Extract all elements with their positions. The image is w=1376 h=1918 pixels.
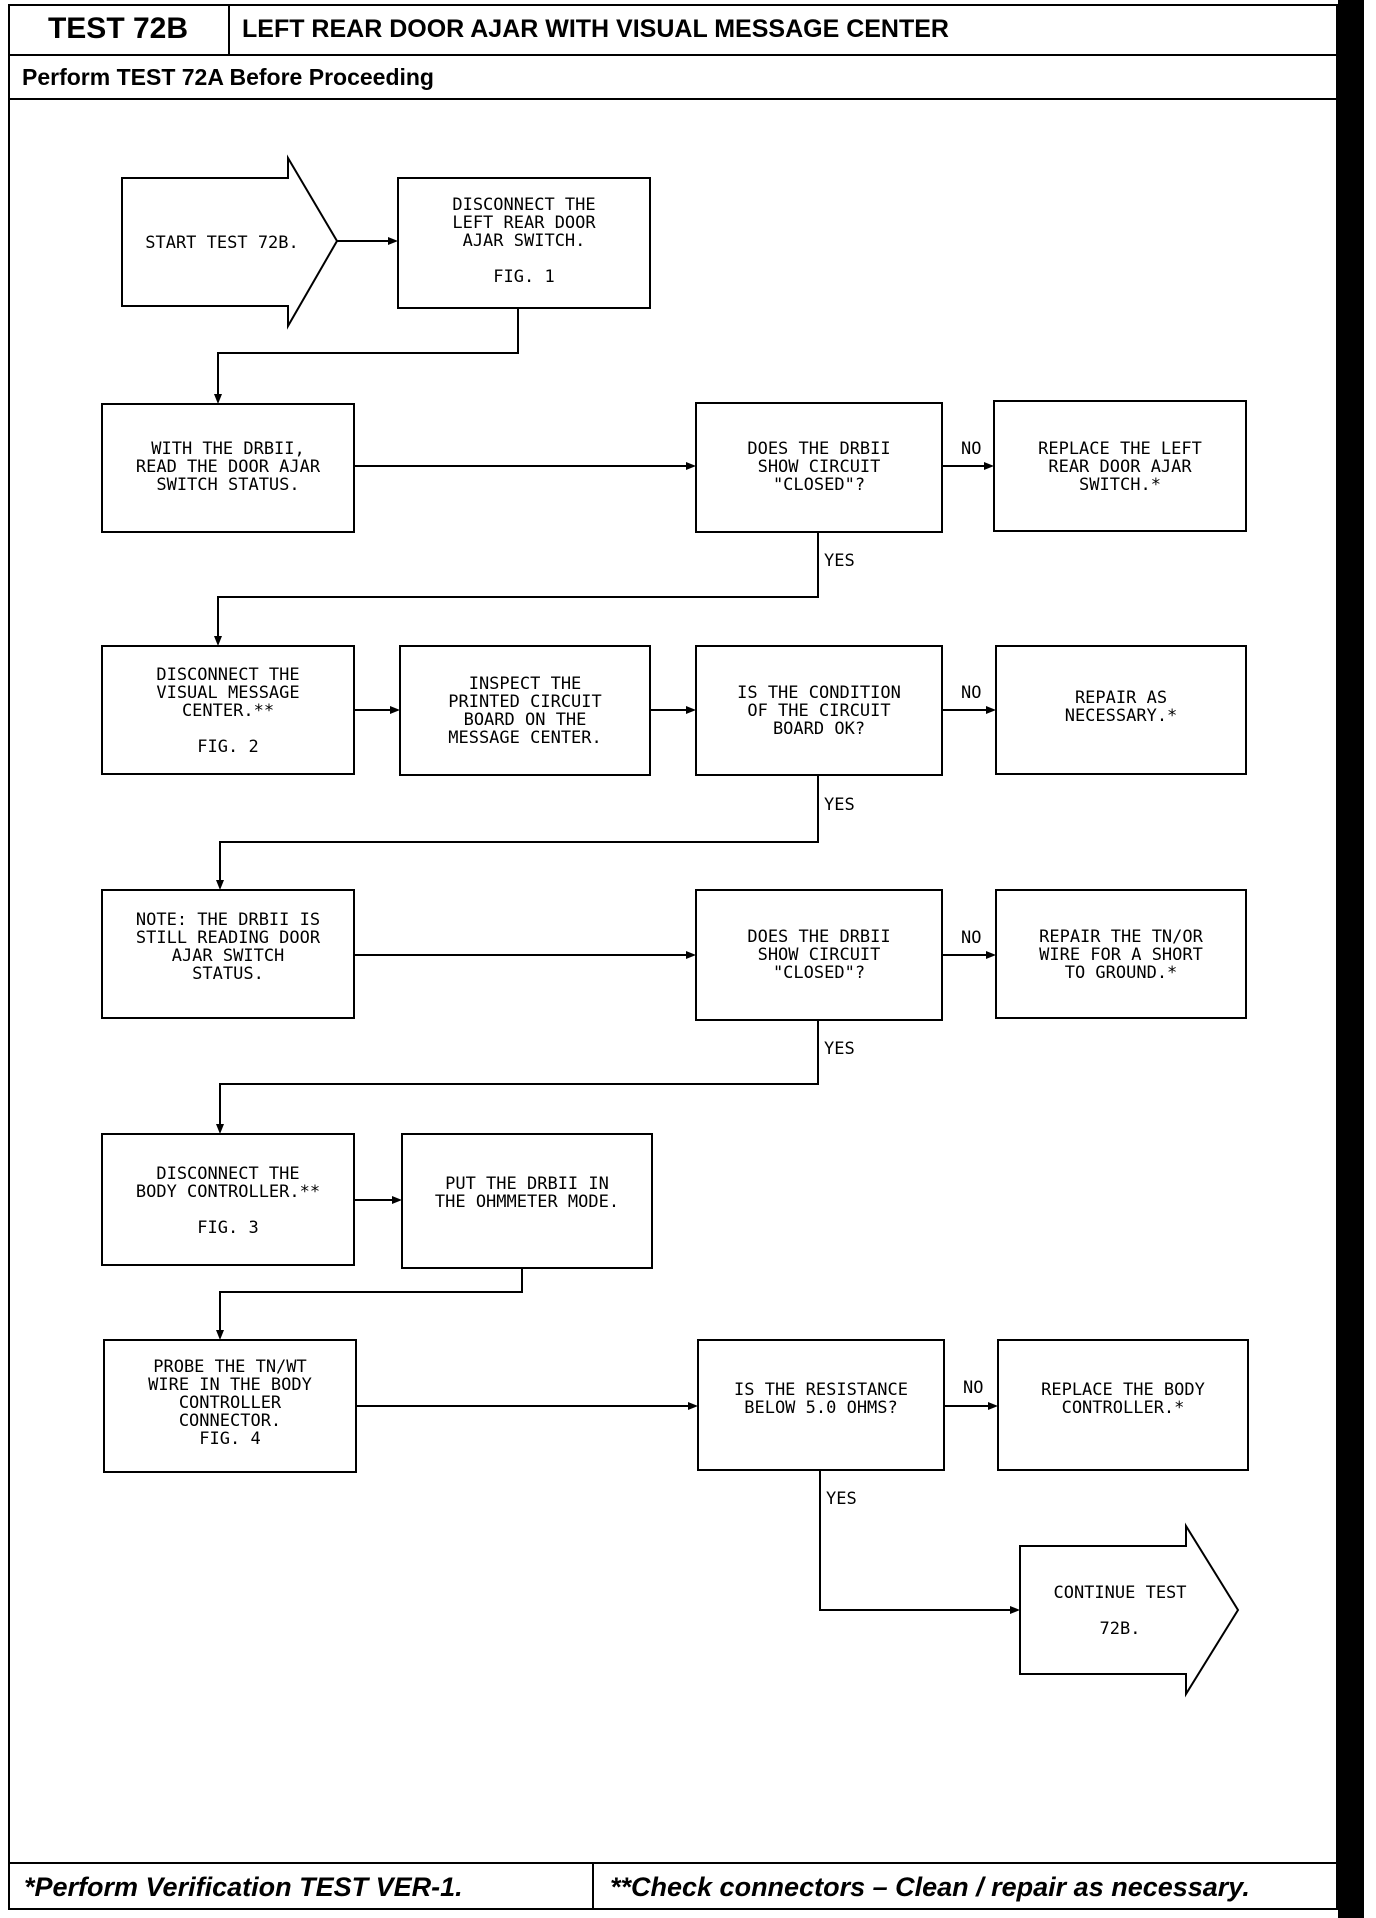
node-text-line: REPLACE THE BODY	[1041, 1380, 1205, 1400]
node-text-line: DISCONNECT THE	[156, 665, 299, 685]
node-text-line: NOTE: THE DRBII IS	[136, 910, 320, 930]
no-label: NO	[961, 683, 981, 703]
node-text-line: INSPECT THE	[469, 674, 582, 694]
node-text-line: OF THE CIRCUIT	[747, 701, 890, 721]
node-text-line: BOARD OK?	[773, 719, 865, 739]
node-text-line: 72B.	[1100, 1619, 1141, 1639]
node-text-line: REPAIR THE TN/OR	[1039, 927, 1204, 947]
node-text-line: PROBE THE TN/WT	[153, 1357, 307, 1377]
node-text-line: THE OHMMETER MODE.	[435, 1192, 619, 1212]
node-text-line: WITH THE DRBII,	[151, 439, 305, 459]
footer-note-right: **Check connectors – Clean / repair as n…	[594, 1862, 1338, 1910]
node-text-line: "CLOSED"?	[773, 475, 865, 495]
node-text-line: PRINTED CIRCUIT	[448, 692, 602, 712]
node-text-line: REAR DOOR AJAR	[1048, 457, 1192, 477]
yes-label: YES	[824, 795, 855, 815]
node-text-line: BOARD ON THE	[464, 710, 587, 730]
test-id: TEST 72B	[8, 4, 230, 56]
node-text-line: DISCONNECT THE	[452, 195, 595, 215]
node-text-line: CONTROLLER.*	[1062, 1398, 1185, 1418]
node-text-line: VISUAL MESSAGE	[156, 683, 299, 703]
node-text-line: DOES THE DRBII	[747, 439, 890, 459]
branch-labels: NO YES NO YES NO YES NO YES	[824, 439, 983, 1509]
node-text-line: IS THE CONDITION	[737, 683, 901, 703]
node-text-line: SHOW CIRCUIT	[758, 945, 881, 965]
node-text-line: SWITCH.*	[1079, 475, 1161, 495]
yes-label: YES	[824, 1039, 855, 1059]
read-status-box: WITH THE DRBII,READ THE DOOR AJARSWITCH …	[101, 403, 355, 533]
node-text-line: START TEST 72B.	[145, 233, 299, 253]
node-text-line: TO GROUND.*	[1065, 963, 1178, 983]
node-text-line: IS THE RESISTANCE	[734, 1380, 908, 1400]
node-text-line: BODY CONTROLLER.**	[136, 1182, 320, 1202]
no-label: NO	[961, 439, 981, 459]
no-label: NO	[961, 928, 981, 948]
node-text-line: DOES THE DRBII	[747, 927, 890, 947]
no-label: NO	[963, 1378, 983, 1398]
node-text-line: CENTER.**	[182, 701, 274, 721]
node-text-line: AJAR SWITCH.	[463, 231, 586, 251]
binding-edge-bar	[1338, 0, 1364, 1918]
node-text-line: WIRE FOR A SHORT	[1039, 945, 1203, 965]
node-text-line: REPLACE THE LEFT	[1038, 439, 1202, 459]
node-text-line: NECESSARY.*	[1065, 706, 1178, 726]
node-text-line: AJAR SWITCH	[172, 946, 285, 966]
node-text-line: FIG. 3	[197, 1218, 258, 1238]
node-text-line: CONTINUE TEST	[1053, 1583, 1186, 1603]
page-subtitle: Perform TEST 72A Before Proceeding	[8, 56, 1338, 100]
node-text-line: REPAIR AS	[1075, 688, 1167, 708]
node-text-line: STATUS.	[192, 964, 264, 984]
node-text-line: LEFT REAR DOOR	[452, 213, 596, 233]
yes-label: YES	[826, 1489, 857, 1509]
node-text-line: BELOW 5.0 OHMS?	[744, 1398, 898, 1418]
node-text-line: DISCONNECT THE	[156, 1164, 299, 1184]
footer-note-left: *Perform Verification TEST VER-1.	[8, 1862, 594, 1910]
node-text-line: "CLOSED"?	[773, 963, 865, 983]
node-text-line: FIG. 1	[493, 267, 554, 287]
node-text-line: PUT THE DRBII IN	[445, 1174, 609, 1194]
page-title: LEFT REAR DOOR AJAR WITH VISUAL MESSAGE …	[230, 4, 1338, 56]
node-text-line: MESSAGE CENTER.	[448, 728, 602, 748]
start-arrow-node: START TEST 72B.	[121, 154, 339, 330]
node-text-line: CONTROLLER	[179, 1393, 282, 1413]
node-text-line: FIG. 4	[199, 1429, 260, 1449]
node-text-line: READ THE DOOR AJAR	[136, 457, 321, 477]
node-text-line: SWITCH STATUS.	[156, 475, 299, 495]
yes-label: YES	[824, 551, 855, 571]
node-text-line: FIG. 2	[197, 737, 258, 757]
node-text-line: CONNECTOR.	[179, 1411, 281, 1431]
node-text-line: STILL READING DOOR	[136, 928, 321, 948]
connectors	[214, 237, 1020, 1614]
node-text-line: WIRE IN THE BODY	[148, 1375, 312, 1395]
node-text-line: SHOW CIRCUIT	[758, 457, 881, 477]
continue-arrow-node: CONTINUE TEST 72B.	[1019, 1522, 1240, 1698]
